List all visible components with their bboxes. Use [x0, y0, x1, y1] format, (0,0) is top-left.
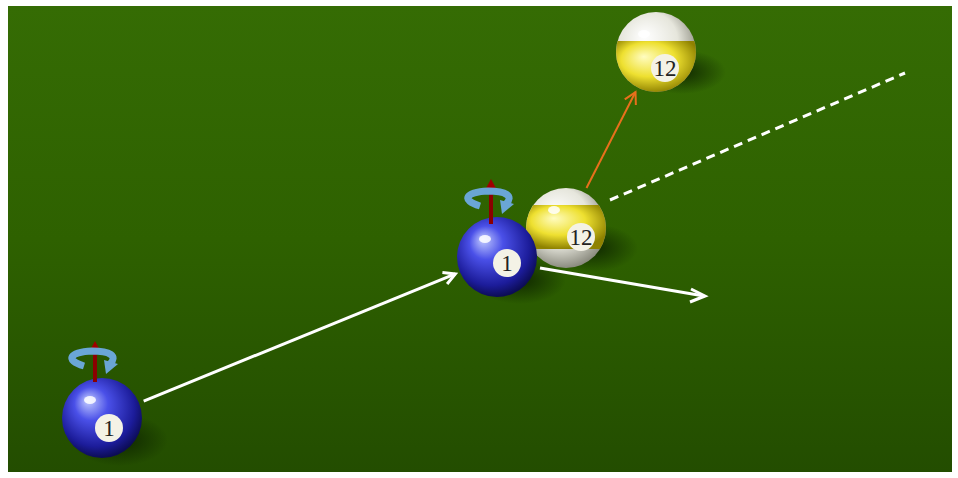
ball-shape — [456, 216, 538, 298]
ball-number: 1 — [501, 252, 513, 275]
motion-arrow — [144, 273, 456, 401]
billiard-ball: 12 — [525, 187, 607, 269]
ball-shape — [525, 187, 607, 269]
spin-symbol — [72, 341, 118, 382]
ball-number: 12 — [570, 226, 593, 249]
table-felt — [8, 6, 952, 472]
billiard-ball: 12 — [615, 11, 697, 93]
billiard-ball: 1 — [61, 377, 143, 459]
ball-number: 1 — [103, 417, 115, 440]
arrow-head — [690, 289, 705, 302]
original-path-dashed — [610, 73, 905, 200]
billiard-ball: 1 — [456, 216, 538, 298]
ball-shape — [615, 11, 697, 93]
spin-symbol — [468, 179, 514, 224]
deflected-path-arrow — [540, 268, 704, 296]
motion-arrow — [586, 92, 635, 188]
ball-number: 12 — [654, 57, 677, 80]
ball-shape — [61, 377, 143, 459]
